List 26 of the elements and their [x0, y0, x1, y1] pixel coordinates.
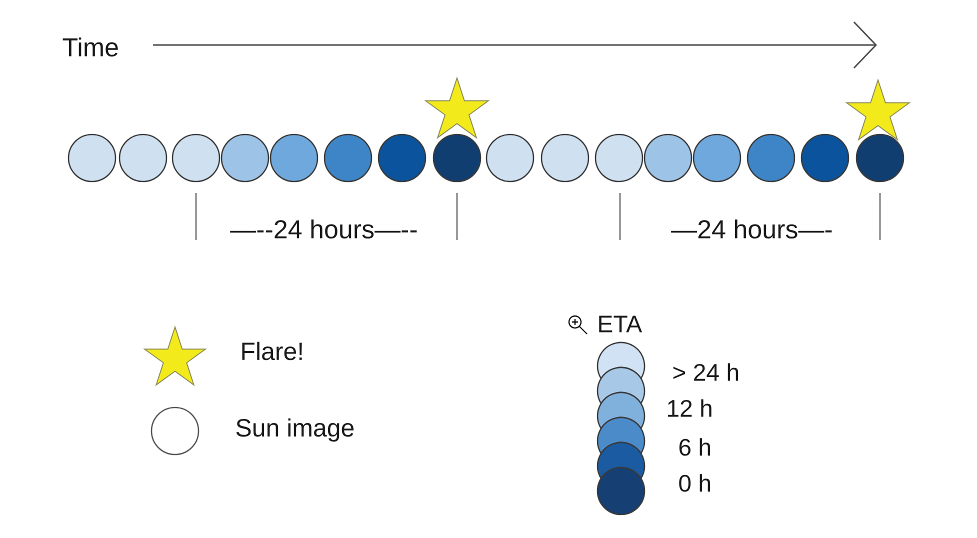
- legend-label: 12 h: [668, 399, 712, 417]
- timeline-circle: [68, 134, 116, 182]
- timeline-circle: [324, 134, 372, 182]
- legend-label: > 24 h: [673, 363, 738, 381]
- timeline-circle: [540, 134, 590, 182]
- timeline-circle: [594, 134, 644, 182]
- legend-title: ETA: [599, 316, 642, 332]
- timeline-circle: [856, 134, 904, 182]
- duration-label: —24 hours—-: [671, 219, 832, 239]
- timeline-circle: [644, 134, 692, 182]
- timeline-circle: [432, 134, 482, 182]
- timeline-circle: [800, 134, 850, 182]
- timeline-circle: [270, 134, 318, 182]
- timeline-circle: [486, 134, 534, 182]
- timeline-circle: [118, 134, 168, 182]
- legend-label: Flare!: [242, 342, 302, 360]
- timeline-circle: [378, 134, 426, 182]
- duration-label: —--24 hours—--: [230, 219, 417, 239]
- legend-label: Sun image: [236, 418, 354, 442]
- timeline-circle: [220, 134, 270, 182]
- legend-label: 6 h: [679, 438, 710, 456]
- legend-label: 0 h: [679, 474, 710, 492]
- axis-label: Time: [62, 37, 118, 57]
- timeline-circle: [172, 134, 220, 182]
- timeline-circle: [746, 134, 796, 182]
- timeline-circle: [692, 134, 742, 182]
